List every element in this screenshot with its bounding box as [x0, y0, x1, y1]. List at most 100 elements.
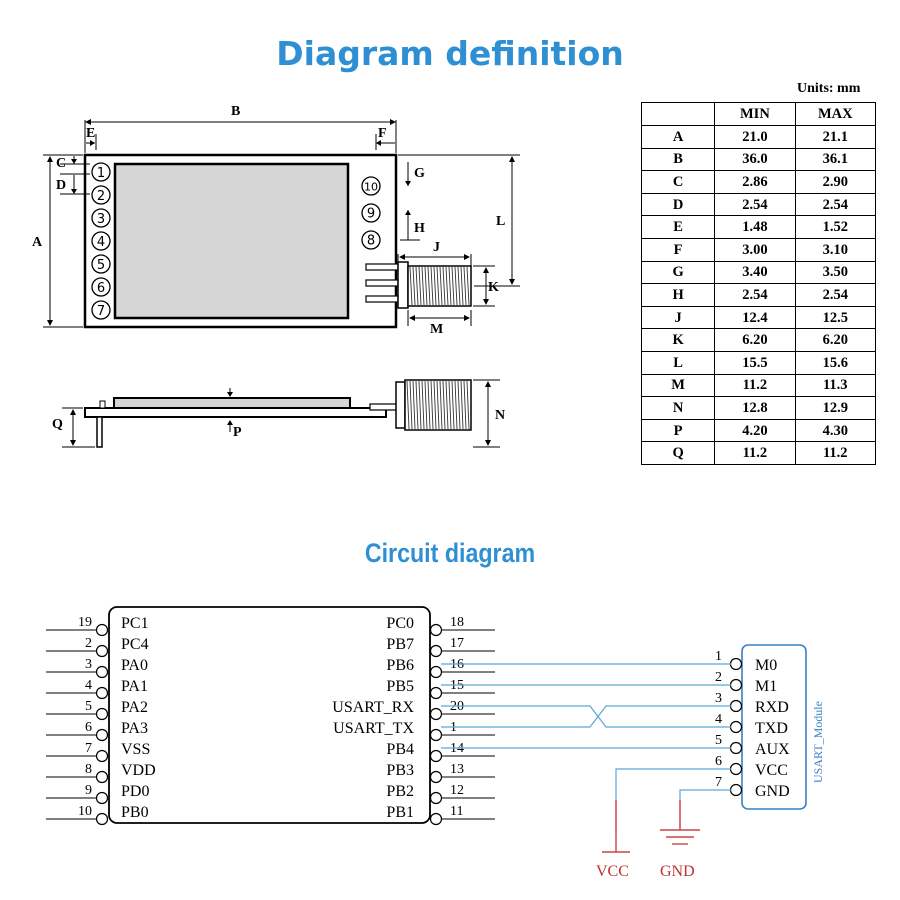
pin-number: 9: [85, 783, 92, 798]
pin-name: PB3: [386, 762, 414, 779]
dim-label-n: N: [495, 408, 505, 423]
pin-terminal: [429, 791, 443, 805]
max-value-cell: 21.1: [794, 125, 877, 149]
pin-name: PA2: [121, 699, 148, 716]
pin-hole-circle: [91, 162, 111, 182]
pin-number: 19: [78, 615, 92, 630]
pin-name: PB1: [386, 804, 414, 821]
pin-hole-number: 5: [97, 258, 105, 273]
module-pin-number: 2: [715, 670, 722, 685]
pin-name: PC0: [386, 615, 414, 632]
pin-number: 13: [450, 762, 464, 777]
table-header-min: MIN: [714, 102, 796, 126]
dim-label-c: C: [56, 156, 66, 171]
table-header-row: MIN MAX: [640, 102, 877, 126]
vcc-symbol: [602, 800, 630, 853]
min-value-cell: 12.8: [714, 396, 796, 420]
pin-terminal: [429, 686, 443, 700]
module-pin-name: GND: [755, 783, 790, 800]
pin-hole-number: 7: [97, 304, 105, 319]
pin-hole-circle: [91, 300, 111, 320]
pin-number: 14: [450, 741, 464, 756]
pin-name: PA1: [121, 678, 148, 695]
pin-number: 1: [450, 720, 457, 735]
pin-name: USART_TX: [333, 720, 414, 737]
pin-terminal: [429, 707, 443, 721]
dim-label-k: K: [488, 280, 499, 295]
pin-terminal: [95, 728, 109, 742]
dim-label-d: D: [56, 178, 66, 193]
pin-terminal: [95, 665, 109, 679]
min-value-cell: 3.40: [714, 260, 796, 285]
circuit-diagram-title: Circuit diagram: [364, 538, 536, 568]
pin-number: 12: [450, 783, 464, 798]
side-view: [84, 379, 472, 448]
pin-terminal: [95, 791, 109, 805]
pin-number: 6: [85, 720, 92, 735]
pin-name: PA0: [121, 657, 148, 674]
connection-wires: [441, 663, 731, 830]
pin-number: 7: [85, 741, 92, 756]
max-value-cell: 12.5: [794, 305, 877, 330]
module-pin-name: RXD: [755, 699, 789, 716]
max-value-cell: 2.90: [794, 170, 877, 194]
pin-terminal: [95, 812, 109, 826]
pin-number: 18: [450, 615, 464, 630]
pin-hole-circle: [361, 176, 381, 196]
table-header-max: MAX: [794, 102, 877, 126]
pin-name: PB7: [386, 636, 414, 653]
max-value-cell: 1.52: [794, 215, 877, 239]
usart-module-label: USART_Module: [811, 701, 825, 783]
pin-number: 20: [450, 699, 464, 714]
module-pin-terminal: [729, 657, 743, 671]
gnd-label: GND: [660, 863, 695, 880]
module-pin-terminal: [729, 699, 743, 713]
module-pin-number: 6: [715, 754, 722, 769]
shield-can: [113, 162, 350, 320]
pin-hole-circle: [91, 277, 111, 297]
pin-hole-number: 10: [364, 181, 378, 194]
pin-number: 3: [85, 657, 92, 672]
pin-terminal: [429, 749, 443, 763]
min-value-cell: 11.2: [714, 441, 796, 465]
pin-hole-number: 1: [97, 166, 105, 181]
dim-label-q: Q: [52, 417, 63, 432]
dim-label-b: B: [231, 104, 240, 119]
pin-terminal: [95, 749, 109, 763]
pin-hole-number: 8: [367, 234, 375, 249]
dim-label-l: L: [496, 214, 505, 229]
pin-terminal: [95, 707, 109, 721]
pin-name: PC1: [121, 615, 149, 632]
pin-name: VDD: [121, 762, 156, 779]
min-value-cell: 6.20: [714, 328, 796, 352]
pin-terminal: [429, 644, 443, 658]
min-value-cell: 2.54: [714, 283, 796, 307]
dim-label-g: G: [414, 166, 425, 181]
dim-label-h: H: [414, 221, 425, 236]
pin-name: PB6: [386, 657, 414, 674]
diagram-definition-title: Diagram definition: [276, 34, 624, 73]
pin-hole-number: 6: [97, 281, 105, 296]
max-value-cell: 3.10: [794, 237, 877, 262]
max-value-cell: 36.1: [794, 147, 877, 172]
module-pin-terminal: [729, 741, 743, 755]
module-pin-terminal: [729, 678, 743, 692]
module-pin-terminal: [729, 762, 743, 776]
dim-label-e: E: [86, 126, 95, 141]
pin-number: 10: [78, 804, 92, 819]
module-pin-number: 5: [715, 733, 722, 748]
pin-number: 8: [85, 762, 92, 777]
pin-terminal: [95, 770, 109, 784]
dim-label-a: A: [32, 235, 43, 250]
max-value-cell: 2.54: [794, 192, 877, 217]
pin-number: 4: [85, 678, 92, 693]
dim-label-j: J: [433, 240, 440, 255]
pin-terminal: [429, 770, 443, 784]
